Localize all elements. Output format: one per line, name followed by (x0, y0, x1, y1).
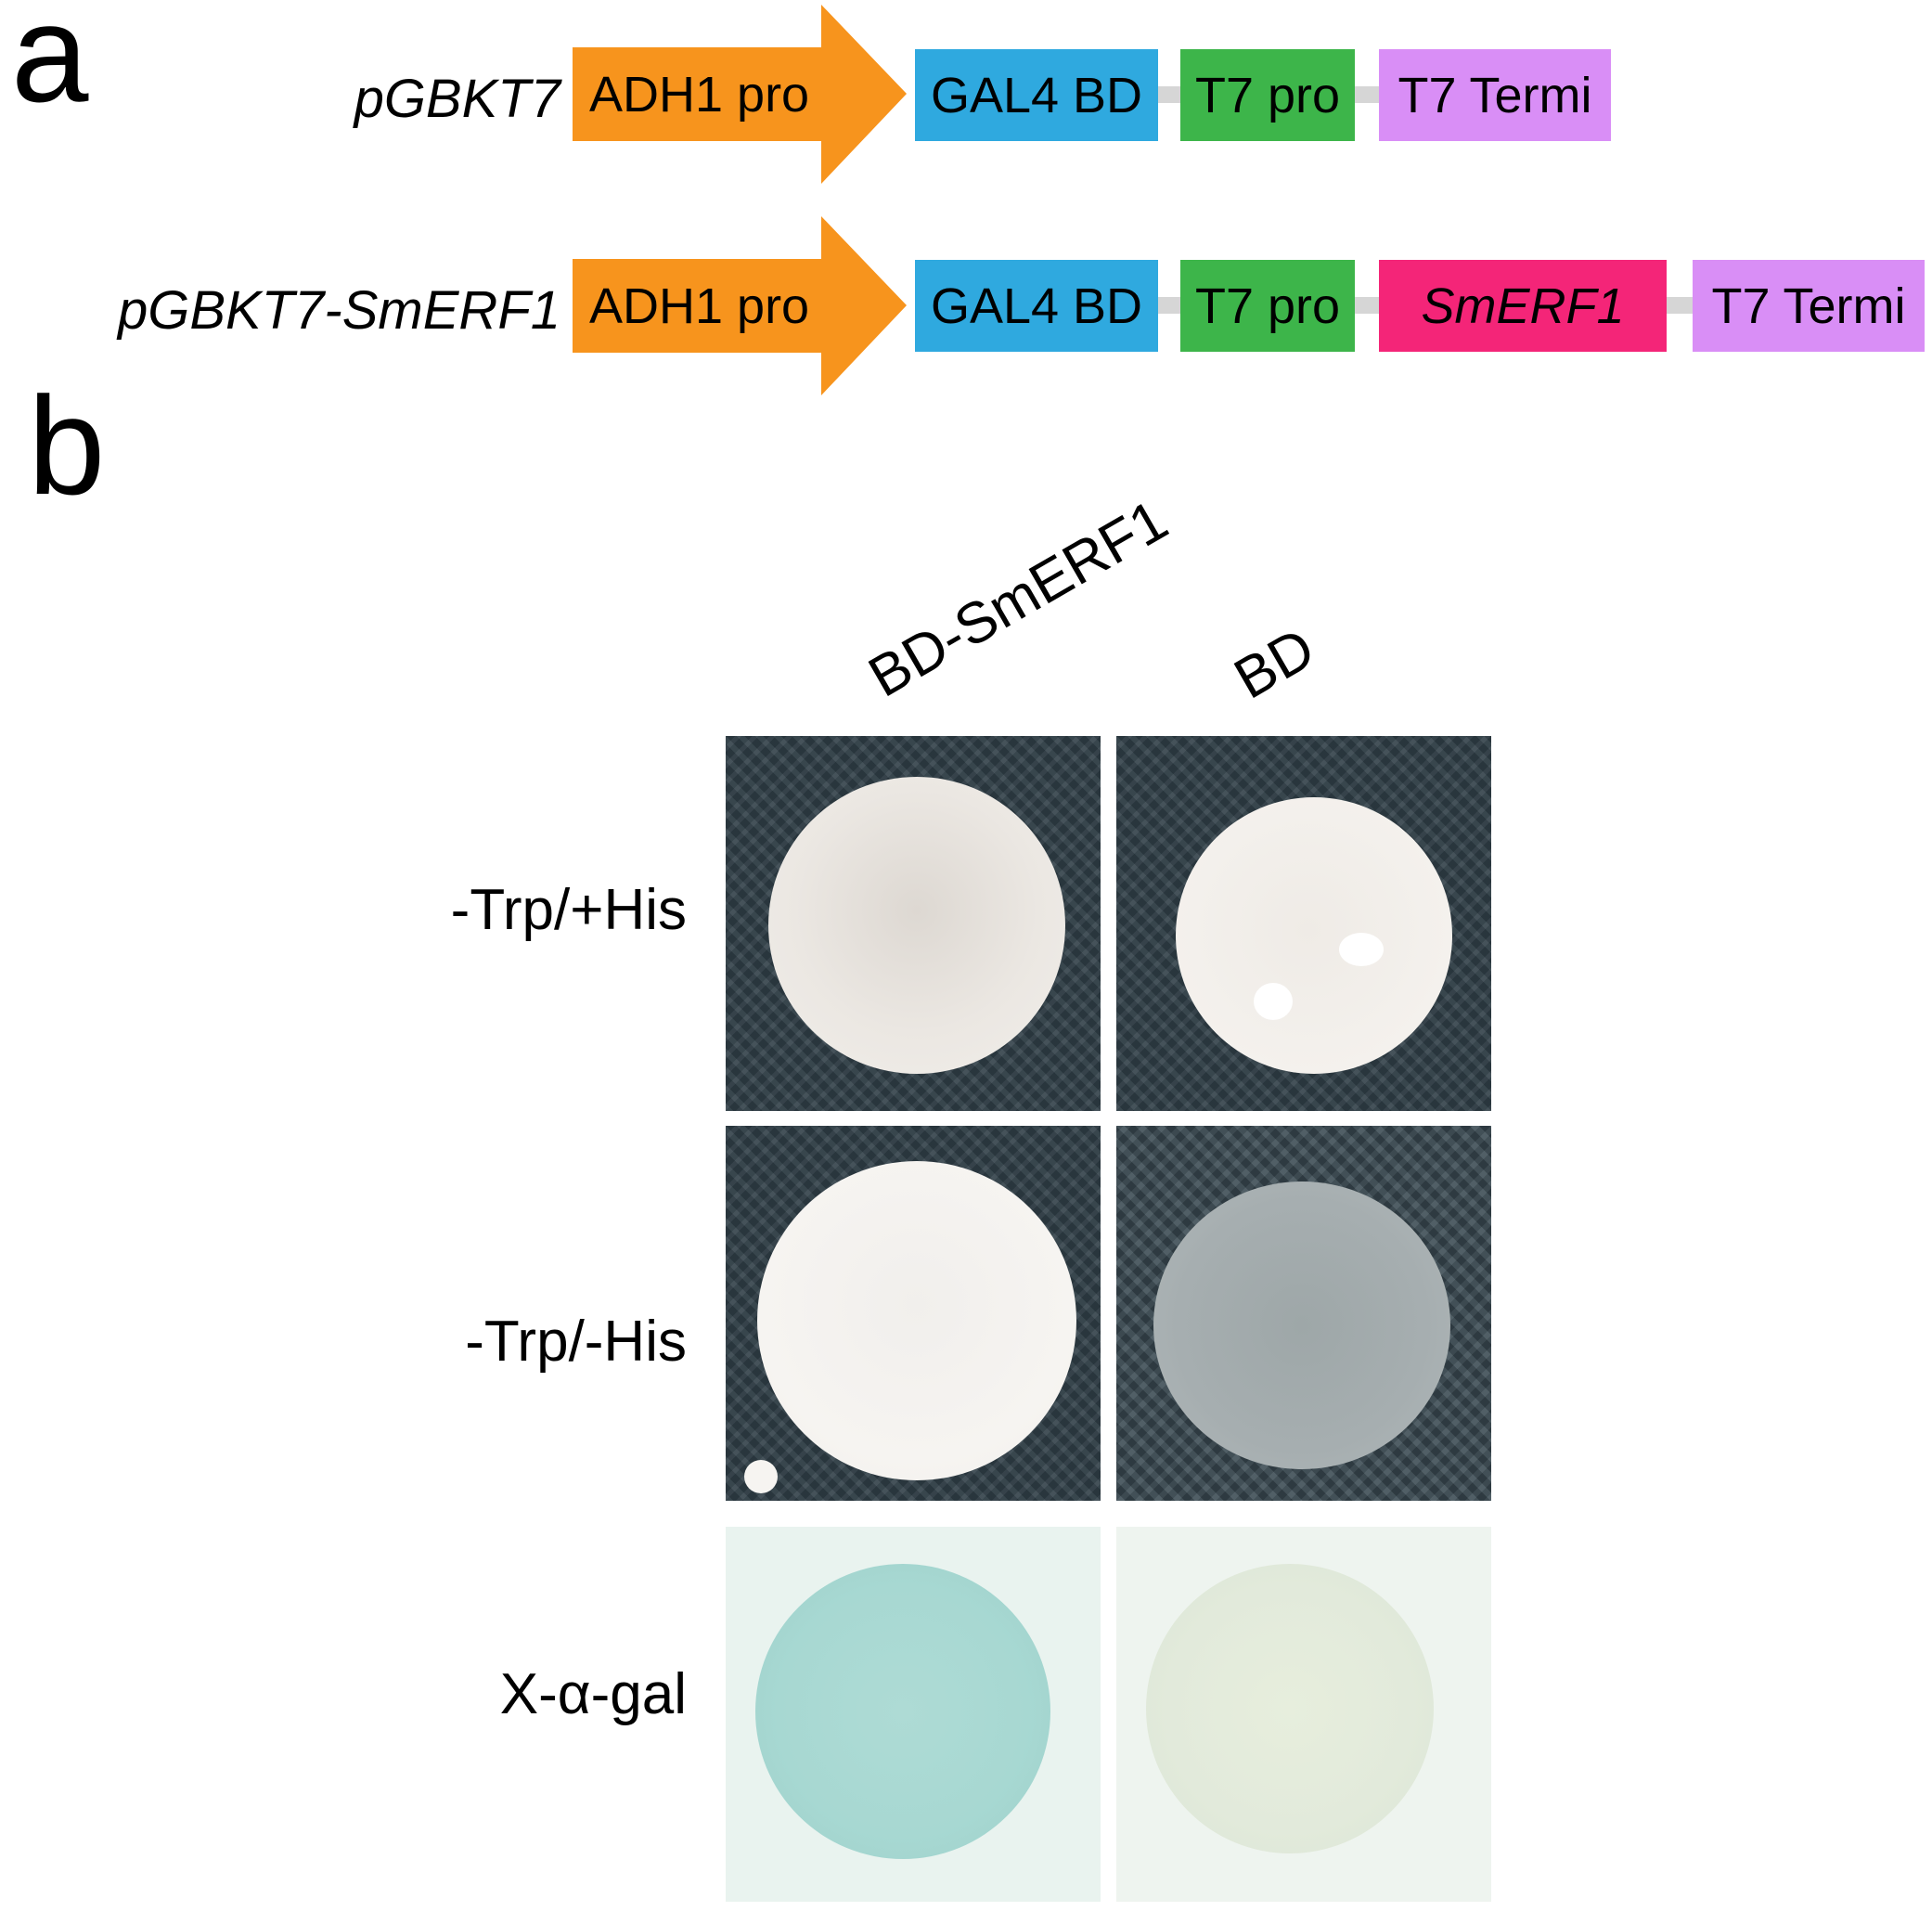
yeast-colony (768, 777, 1065, 1074)
blue-colony (755, 1564, 1050, 1859)
plate-bd-smerf1-x-alpha-gal (726, 1527, 1101, 1902)
connector-line (1158, 297, 1180, 314)
gal4-bd-box: GAL4 BD (915, 49, 1158, 141)
row-label-trp-minus-his: -Trp/-His (465, 1310, 687, 1374)
plate-bd-smerf1-trp-minus-his (726, 1126, 1101, 1501)
connector-line (1355, 86, 1379, 103)
plate-bd-x-alpha-gal (1116, 1527, 1491, 1902)
row-label-trp-plus-his: -Trp/+His (450, 878, 687, 942)
connector-line (1355, 297, 1379, 314)
t7-termi-box: T7 Termi (1693, 260, 1925, 352)
column-label-bd-smerf1: BD-SmERF1 (858, 487, 1179, 710)
promoter-label: ADH1 pro (589, 278, 810, 334)
yeast-colony (1176, 797, 1452, 1074)
promoter-label: ADH1 pro (589, 66, 810, 123)
t7-termi-box: T7 Termi (1379, 49, 1611, 141)
yeast-colony (757, 1161, 1076, 1480)
t7-pro-box: T7 pro (1180, 260, 1355, 352)
adh1-promoter-arrow: ADH1 pro (573, 5, 907, 184)
t7-pro-box: T7 pro (1180, 49, 1355, 141)
plate-bd-trp-minus-his (1116, 1126, 1491, 1501)
plate-bd-smerf1-trp-plus-his (726, 736, 1101, 1111)
panel-label-a: a (11, 0, 89, 131)
colony-highlight (1339, 933, 1384, 966)
connector-line (1158, 86, 1180, 103)
faint-growth (1153, 1181, 1450, 1469)
adh1-promoter-arrow: ADH1 pro (573, 216, 907, 395)
smerf1-box: SmERF1 (1379, 260, 1667, 352)
column-label-bd: BD (1224, 615, 1326, 712)
colony-highlight (1254, 983, 1293, 1020)
small-colony (744, 1460, 778, 1493)
plate-bd-trp-plus-his (1116, 736, 1491, 1111)
row-label-x-alpha-gal: X-α-gal (499, 1662, 687, 1726)
panel-label-b: b (28, 368, 106, 523)
construct-name-pgbkt7-smerf1: pGBKT7-SmERF1 (118, 280, 560, 341)
connector-line (1667, 297, 1693, 314)
white-colony (1146, 1564, 1434, 1853)
gal4-bd-box: GAL4 BD (915, 260, 1158, 352)
construct-name-pgbkt7: pGBKT7 (354, 69, 560, 129)
